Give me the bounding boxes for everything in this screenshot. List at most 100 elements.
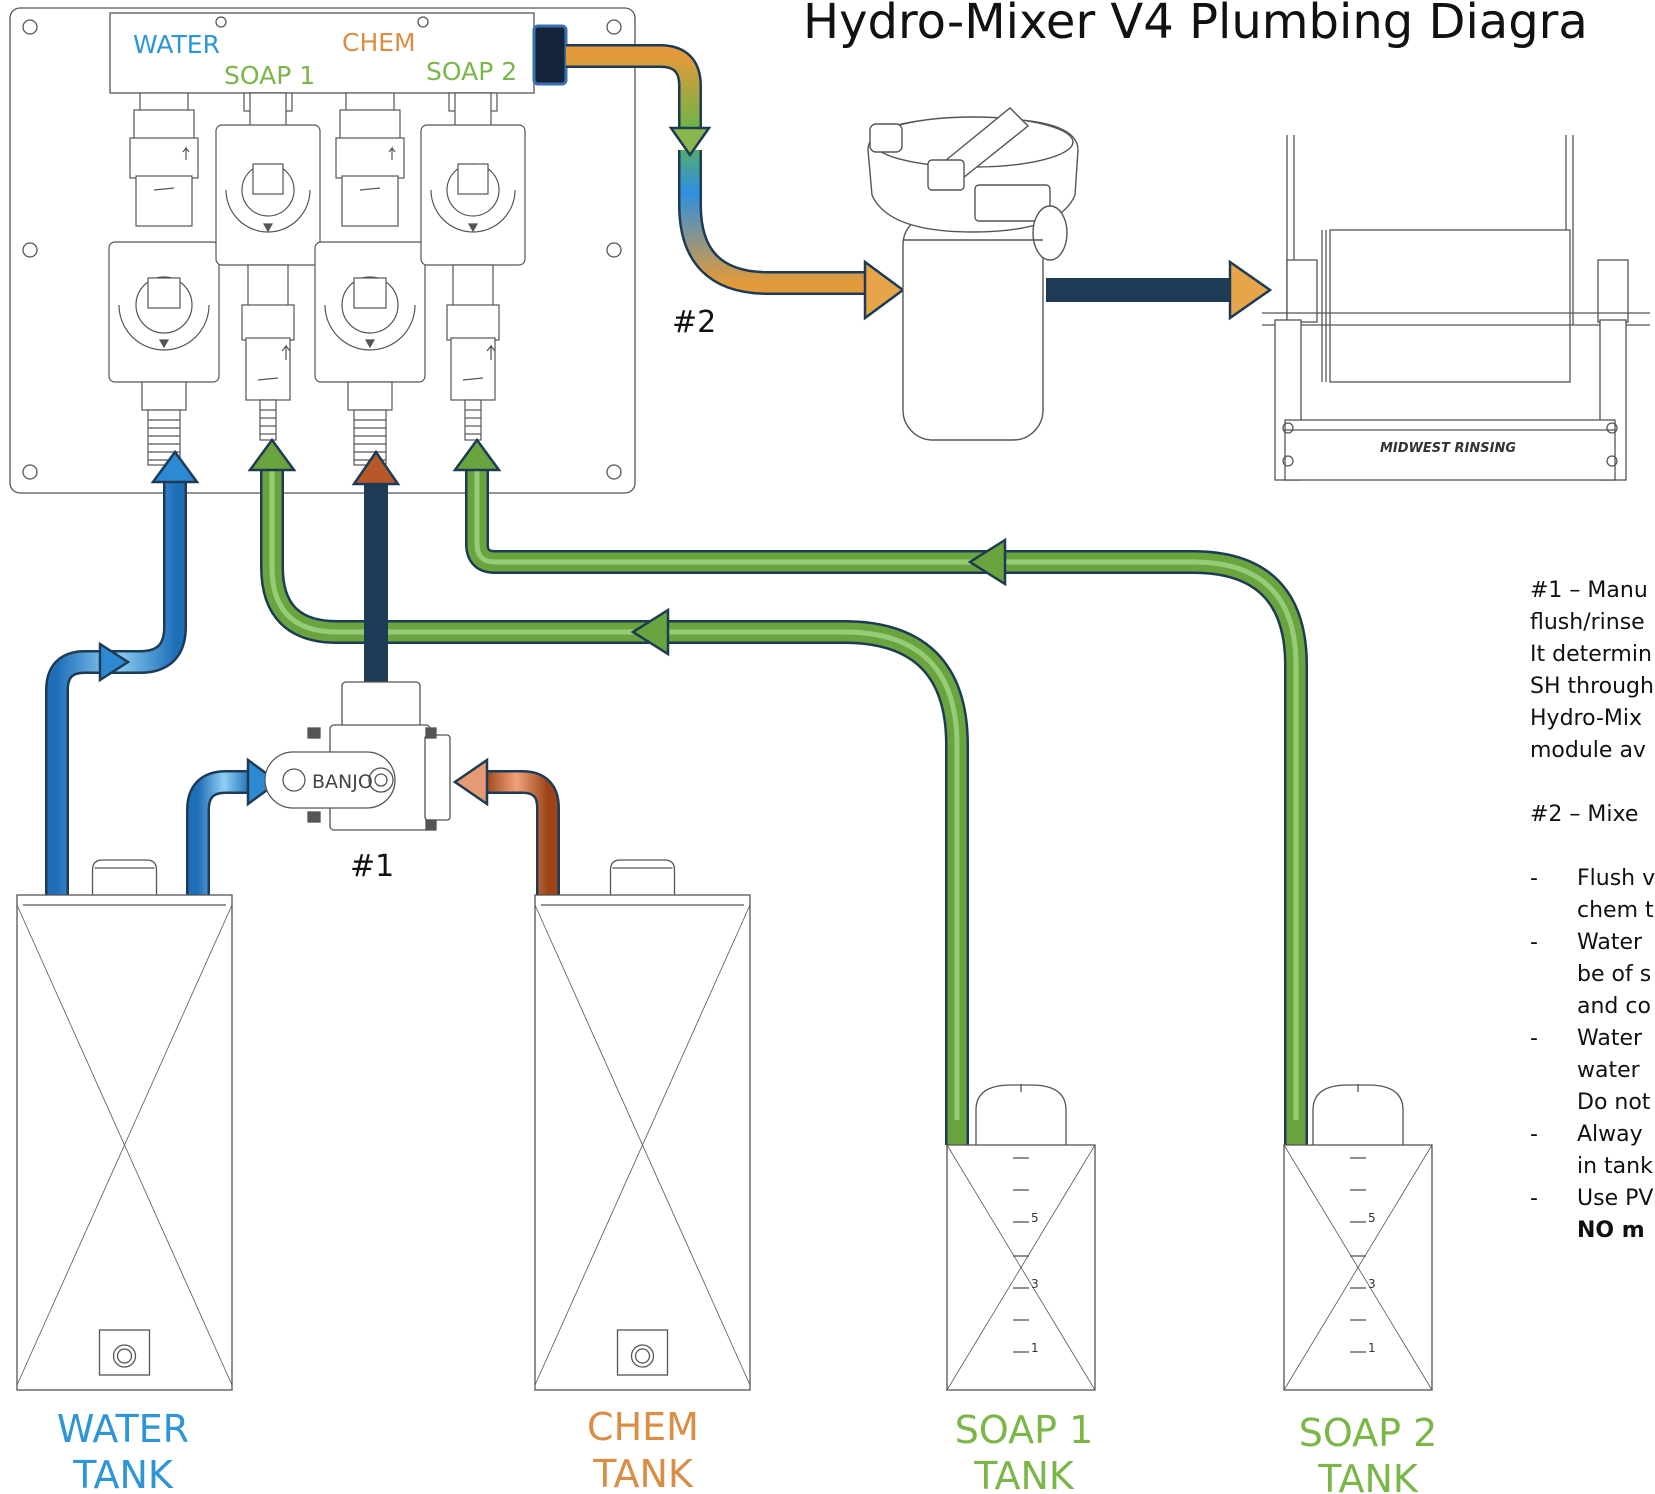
soap2-arrow-up <box>452 437 502 472</box>
outline <box>241 304 295 341</box>
manifold-board <box>9 7 636 494</box>
reel-brand: MIDWEST RINSING <box>1380 441 1516 456</box>
outline <box>281 344 291 360</box>
mix-line-to-filter <box>566 44 867 295</box>
outline <box>467 223 479 233</box>
outline <box>452 264 494 308</box>
water-arrow-up <box>150 449 200 484</box>
note-bullet: Flush v <box>1530 863 1655 895</box>
valve-water <box>108 92 220 466</box>
note1-line: SH through <box>1530 674 1654 699</box>
mix-arrow-down <box>668 126 712 158</box>
manifold-label-chem: CHEM <box>342 28 416 57</box>
manifold-label-soap1: SOAP 1 <box>224 61 315 90</box>
soap1-arrow-left <box>630 607 670 657</box>
outline <box>129 137 199 179</box>
three-way-valve <box>264 681 451 831</box>
soap-lines <box>260 470 1308 1145</box>
outline <box>345 92 395 112</box>
tank-water-line2: TANK <box>72 1453 174 1494</box>
outline <box>975 1084 1067 1145</box>
outline <box>141 381 187 411</box>
outline <box>457 163 489 195</box>
chem-lines <box>364 482 560 905</box>
note-bullet-cont: and co <box>1577 994 1651 1019</box>
outline <box>359 187 381 191</box>
soap2-arrow-left <box>967 537 1007 587</box>
note-bullet: Water <box>1530 1023 1655 1055</box>
outline <box>946 1144 1096 1391</box>
outline <box>609 859 676 895</box>
mix-arrow-to-filter <box>863 259 906 321</box>
outline <box>341 175 399 227</box>
outline <box>353 409 387 466</box>
graduation-label: 1 <box>1031 1341 1039 1355</box>
soap1-arrow-up <box>247 437 297 472</box>
outline <box>91 859 158 895</box>
tank-soap2: 531 <box>1283 1084 1433 1391</box>
tank-soap2-line1: SOAP 2 <box>1299 1411 1438 1455</box>
outline <box>139 92 189 112</box>
tank-soap1: 5 3 1 <box>946 1084 1096 1391</box>
valve-soap1 <box>215 92 321 441</box>
note-bullet-cont: NO m <box>1530 1215 1655 1247</box>
outline <box>98 1329 151 1376</box>
outline <box>347 381 393 411</box>
note-bullet: Use PV <box>1530 1183 1655 1215</box>
outline <box>534 904 751 1386</box>
outline <box>182 146 190 160</box>
note-bullet-cont: be of s <box>1577 962 1652 987</box>
tank-soap2-line2: TANK <box>1317 1457 1419 1494</box>
graduation-label: 5 <box>1031 1211 1039 1225</box>
tank-chem-line2: TANK <box>592 1452 694 1494</box>
outline <box>634 1348 651 1364</box>
note-bullet-cont: water <box>1577 1058 1640 1083</box>
manifold-header <box>109 12 568 94</box>
outline <box>147 277 181 309</box>
outline <box>450 337 496 401</box>
water-arrow-right <box>98 641 131 683</box>
notes-panel: #1 – Manu flush/rinse It determin SH thr… <box>1530 575 1655 1247</box>
tank-soap1-line2: TANK <box>973 1454 1075 1494</box>
outline <box>158 339 170 349</box>
manifold-valves <box>108 92 526 466</box>
note-bold: NO m <box>1577 1218 1645 1243</box>
filter-housing <box>867 107 1079 441</box>
note1-line: #1 – Manu <box>1530 578 1648 603</box>
note-bullet: Alway <box>1530 1119 1655 1151</box>
chem-arrow-to-valve <box>452 757 489 807</box>
outline <box>257 377 279 381</box>
manifold-label-soap2: SOAP 2 <box>426 57 517 86</box>
manifold-label-water: WATER <box>133 30 220 59</box>
outline <box>116 1348 133 1364</box>
outline <box>339 109 401 141</box>
marker-one: #1 <box>350 849 394 884</box>
outline <box>1283 1144 1433 1391</box>
water-arrow-to-valve <box>246 757 281 807</box>
tank-soap1-line1: SOAP 1 <box>955 1408 1094 1452</box>
outline <box>353 277 387 309</box>
outline <box>262 223 274 233</box>
graduation-label: 1 <box>1368 1341 1376 1355</box>
tank-chem <box>534 859 751 1391</box>
water-lines <box>45 480 250 900</box>
tank-water-line1: WATER <box>57 1407 189 1451</box>
mix-arrow-to-reel <box>1228 259 1273 321</box>
tank-chem-line1: CHEM <box>587 1405 699 1449</box>
graduation-label: 3 <box>1031 1277 1039 1291</box>
outline <box>486 344 496 360</box>
outline <box>335 137 405 179</box>
note1-line: It determin <box>1530 642 1652 667</box>
note-bullet-cont: Do not <box>1577 1090 1651 1115</box>
outline <box>245 337 291 401</box>
outline <box>534 894 751 1391</box>
valve-brand: BANJO <box>312 771 373 793</box>
outline <box>16 904 233 1386</box>
outline <box>388 146 396 160</box>
outline <box>135 175 193 227</box>
hose-reel <box>1262 135 1650 481</box>
outline <box>249 92 287 129</box>
